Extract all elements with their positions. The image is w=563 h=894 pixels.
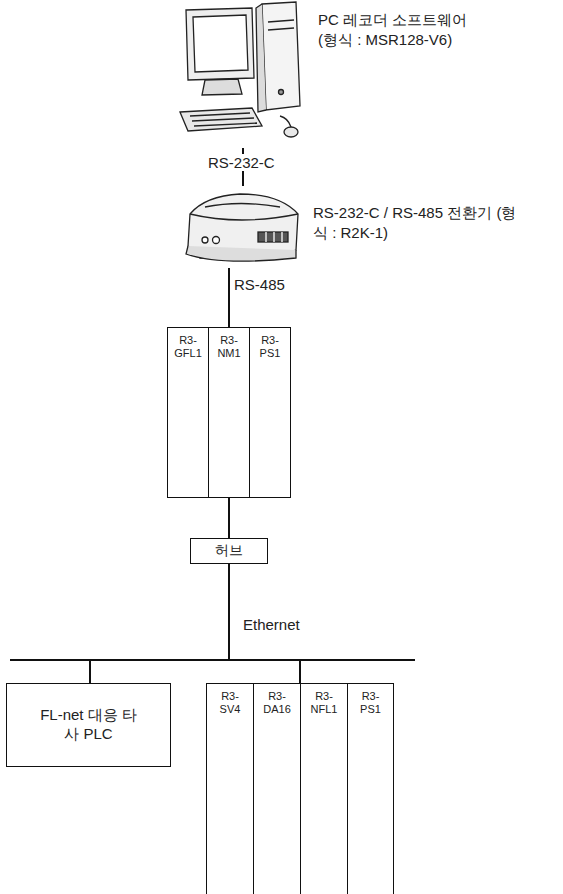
network-label: Ethernet xyxy=(243,616,300,633)
node-text: R3-SV4 xyxy=(214,690,246,715)
pc-node: PC 레코더 소프트웨어 (형식 : MSR128-V6) xyxy=(180,2,558,148)
hub-box: 허브 xyxy=(190,538,268,564)
module-box: R3-PS1 xyxy=(347,683,394,894)
node-text: R3-PS1 xyxy=(355,690,387,715)
node-text: FL-net 대응 타사 PLC xyxy=(39,706,139,744)
plc-box: FL-net 대응 타사 PLC xyxy=(6,683,171,767)
node-text: R3-NM1 xyxy=(213,334,245,359)
converter-node: RS-232-C / RS-485 전환기 (형식 : R2K-1) xyxy=(180,186,558,268)
edge-label: RS-485 xyxy=(232,276,287,293)
module-box: R3-DA16 xyxy=(253,683,301,894)
node-text: R3-GFL1 xyxy=(172,334,204,359)
pc-illustration xyxy=(180,2,300,137)
connector-line xyxy=(228,498,230,538)
node-text: 허브 xyxy=(215,542,243,560)
node-text: R3-PS1 xyxy=(254,334,286,359)
node-text: R3-DA16 xyxy=(261,690,293,715)
module-box: R3-PS1 xyxy=(249,327,291,498)
connector-line xyxy=(90,564,229,683)
node-text: PC 레코더 소프트웨어 (형식 : MSR128-V6) xyxy=(318,10,490,49)
node-text: R3-NFL1 xyxy=(308,690,340,715)
text-group: 허브 xyxy=(215,542,243,560)
connector-line xyxy=(229,564,300,683)
connector-line xyxy=(228,268,230,327)
text-group: FL-net 대응 타사 PLC xyxy=(39,706,139,744)
node-text: RS-232-C / RS-485 전환기 (형식 : R2K-1) xyxy=(313,203,518,242)
module-box: R3-SV4 xyxy=(206,683,254,894)
module-box: R3-NM1 xyxy=(208,327,250,498)
module-box: R3-GFL1 xyxy=(167,327,209,498)
module-box: R3-NFL1 xyxy=(300,683,348,894)
converter-illustration xyxy=(186,194,298,261)
edge-label: RS-232-C xyxy=(206,154,277,171)
